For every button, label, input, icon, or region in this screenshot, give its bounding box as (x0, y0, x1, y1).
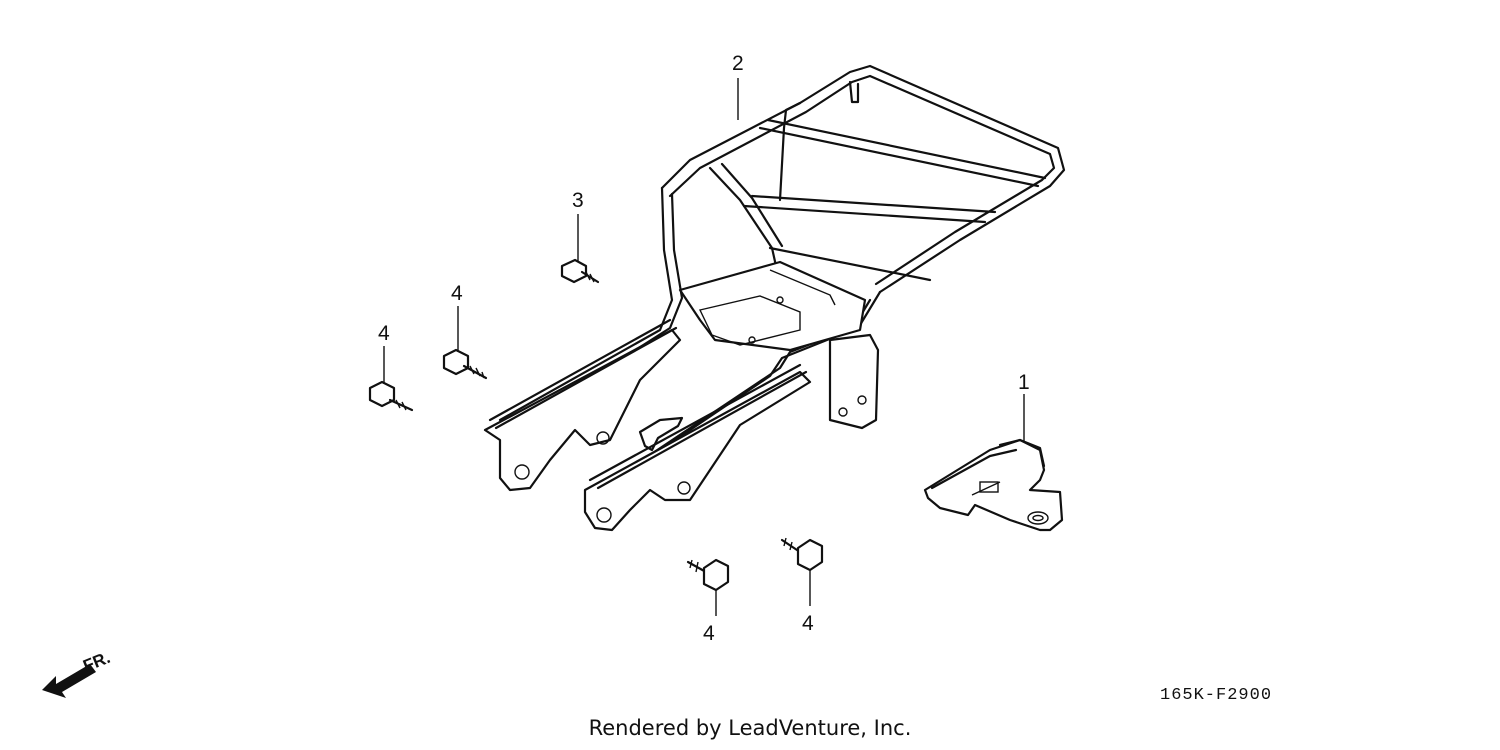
credit-text: Rendered by LeadVenture, Inc. (588, 716, 912, 740)
callout-3: 3 (572, 189, 584, 212)
right-bracket (583, 363, 812, 532)
bolt-bottom-right-icon (780, 537, 824, 572)
callout-2: 2 (732, 52, 744, 75)
callout-4-left-lower: 4 (378, 322, 390, 345)
callout-4-bottom-left: 4 (703, 622, 715, 645)
front-label: FR. (80, 648, 113, 676)
callout-1: 1 (1018, 371, 1030, 394)
left-bracket (483, 318, 682, 492)
bolt-bottom-left-icon (686, 558, 730, 592)
bolt-top-icon (560, 258, 600, 284)
wire-clip (638, 416, 684, 452)
diagram-code: 165K-F2900 (1160, 686, 1273, 705)
callout-4-bottom-right: 4 (802, 612, 814, 635)
mount-plate (678, 260, 880, 430)
front-arrow-icon: FR. (42, 648, 113, 698)
callout-4-left-upper: 4 (451, 282, 463, 305)
bolt-left-lower-icon (368, 380, 414, 412)
leader-lines (383, 78, 1025, 616)
bolt-left-upper-icon (442, 348, 488, 380)
lock-assembly (923, 438, 1064, 532)
